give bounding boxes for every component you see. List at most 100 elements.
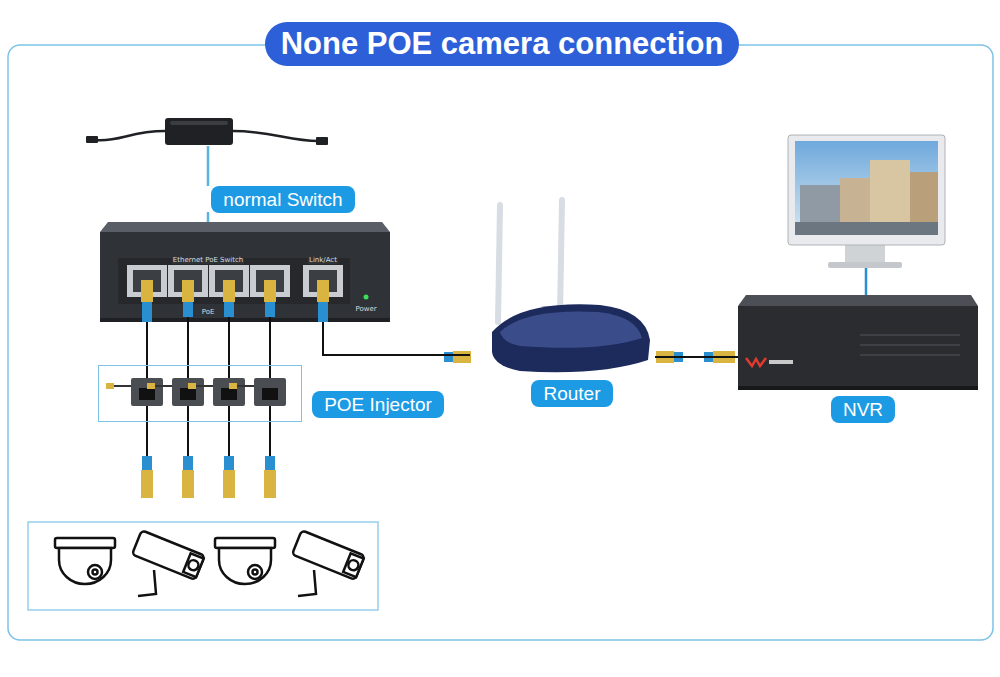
bullet-camera [292, 530, 365, 580]
cable-plug [142, 302, 152, 322]
cable-plug [141, 280, 329, 322]
bullet-camera [183, 553, 203, 577]
leader-line [207, 146, 210, 186]
poe-injector [221, 388, 237, 400]
cable-plug [444, 352, 453, 362]
monitor-illustration [828, 262, 902, 268]
dome-camera [55, 538, 115, 548]
network-cable [655, 356, 738, 358]
cable-plug [224, 302, 234, 317]
network-cable [323, 322, 470, 355]
dome-camera [215, 538, 275, 584]
poe-injector [194, 385, 213, 387]
panel-label: Ethernet PoE Switch [172, 256, 244, 264]
bullet-camera [187, 559, 200, 572]
cable-plug [224, 456, 234, 470]
power-adapter [96, 131, 165, 140]
power-adapter [165, 118, 233, 145]
cable-plug [264, 280, 276, 302]
power-adapter [86, 118, 328, 145]
network-cable [146, 322, 148, 365]
router-illustration [500, 311, 642, 347]
nvr-node: NVR [738, 295, 978, 390]
leader-line [207, 212, 210, 222]
router-illustration [560, 200, 562, 316]
monitor-illustration [788, 135, 945, 245]
poe-injector [213, 378, 245, 406]
dome-camera [253, 570, 258, 575]
power-adapter [170, 121, 228, 125]
poe-injector [139, 388, 155, 400]
cable [865, 268, 868, 295]
switch-illustration [100, 222, 390, 232]
poe-injector [235, 385, 254, 387]
cable [269, 317, 271, 378]
poe-injector [262, 388, 278, 400]
panel-label: Link/Act [308, 256, 338, 264]
nvr-illustration [860, 334, 960, 336]
cable [187, 317, 189, 378]
panel-label: PoE [201, 308, 216, 316]
poe-injector [229, 383, 237, 389]
nvr-illustration [738, 306, 978, 390]
injector-group-box: POE Injector [98, 365, 302, 422]
bullet-camera [292, 530, 365, 596]
switch-illustration [364, 295, 369, 300]
nvr-illustration [738, 295, 978, 390]
switch-illustration [100, 232, 390, 322]
device-label: Router [531, 380, 612, 407]
poe-injector [106, 378, 286, 406]
bullet-camera [132, 530, 205, 580]
panel-label: Power [354, 305, 377, 313]
monitor-illustration [845, 243, 885, 263]
poe-injector [106, 383, 114, 389]
device-label: NVR [831, 396, 895, 423]
router-illustration [498, 205, 500, 322]
poe-injector [153, 385, 172, 387]
nvr-illustration [769, 360, 793, 364]
power-adapter [316, 137, 328, 145]
poe-injector [112, 385, 131, 387]
monitor-illustration [788, 135, 945, 268]
power-adapter [233, 131, 318, 141]
cable-plug [182, 470, 194, 498]
cable-plug [264, 470, 276, 498]
poe-injector [188, 383, 196, 389]
poe-injector [254, 378, 286, 406]
bullet-camera [298, 570, 316, 596]
poe-injector [131, 378, 163, 406]
dome-camera [55, 538, 115, 584]
cable-plug [141, 280, 153, 302]
bullet-camera [343, 553, 363, 577]
cable-plug [317, 280, 329, 302]
dome-camera [215, 538, 275, 548]
cable [228, 406, 230, 458]
nvr-illustration [738, 295, 978, 306]
bullet-camera [132, 530, 205, 580]
cable [187, 406, 189, 458]
cable [146, 406, 148, 458]
switch-illustration [118, 258, 298, 304]
router-illustration [492, 304, 650, 372]
outer-frame [8, 45, 993, 640]
cable-plug [142, 456, 152, 470]
bullet-camera [138, 570, 156, 596]
cable-plug [265, 456, 275, 470]
dome-camera [219, 548, 271, 584]
router-node: Router [470, 200, 655, 375]
nvr-illustration [746, 358, 766, 366]
dome-camera [93, 570, 98, 575]
cable-plug [141, 470, 153, 498]
switch-node: normal Switch [100, 222, 390, 322]
poe-injector [180, 388, 196, 400]
cable-plug [141, 456, 276, 498]
cable-plug [223, 280, 235, 302]
title-pill: None POE camera connection [265, 22, 740, 66]
cable [147, 317, 270, 458]
cable-plug [182, 280, 194, 302]
device-label: normal Switch [211, 186, 354, 213]
cable-plug [453, 351, 471, 363]
